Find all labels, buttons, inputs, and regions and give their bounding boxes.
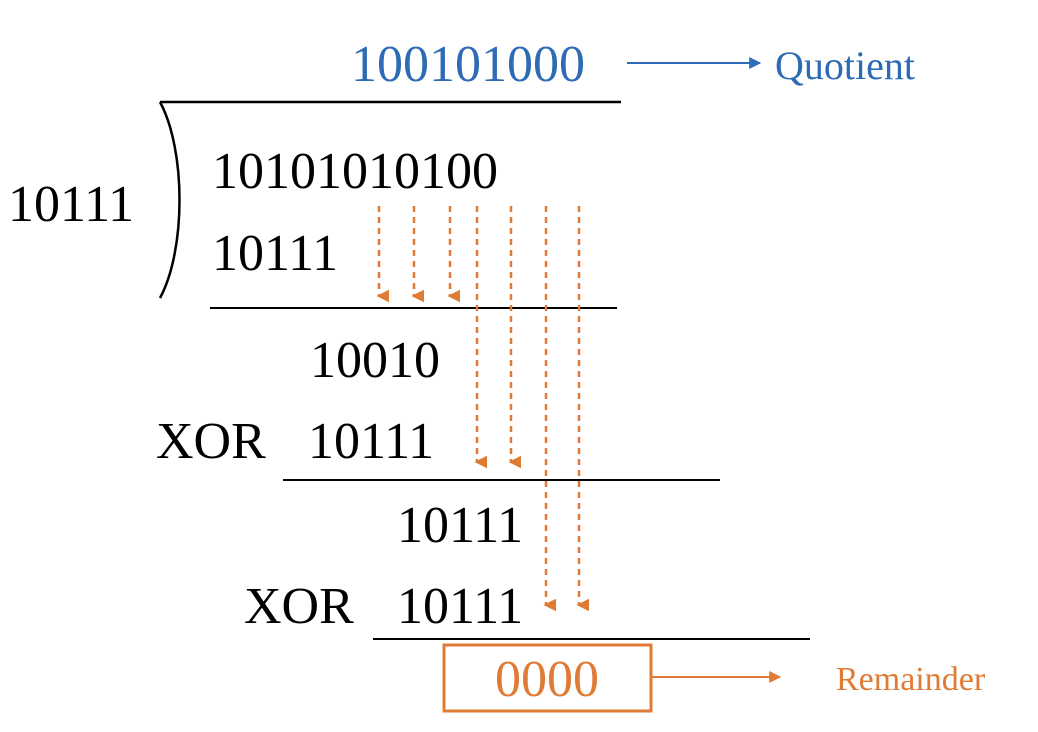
remainder-label: Remainder bbox=[836, 661, 986, 698]
remainder-box bbox=[442, 643, 653, 713]
step-5-xor-label: XOR bbox=[244, 578, 354, 635]
division-bracket bbox=[158, 101, 181, 299]
step-2-result: 10010 bbox=[310, 332, 440, 389]
step-3-xor-label: XOR bbox=[156, 413, 266, 470]
remainder-value: 0000 bbox=[495, 651, 599, 708]
dividend: 10101010100 bbox=[212, 143, 498, 200]
step-1-divisor: 10111 bbox=[212, 225, 338, 282]
step-5-divisor: 10111 bbox=[397, 578, 523, 635]
quotient-value: 100101000 bbox=[351, 36, 585, 93]
step-4-result: 10111 bbox=[397, 497, 523, 554]
bring-down-arrows bbox=[376, 206, 589, 612]
step-3-divisor: 10111 bbox=[308, 413, 434, 470]
quotient-label: Quotient bbox=[775, 43, 915, 88]
divisor: 10111 bbox=[8, 176, 134, 233]
